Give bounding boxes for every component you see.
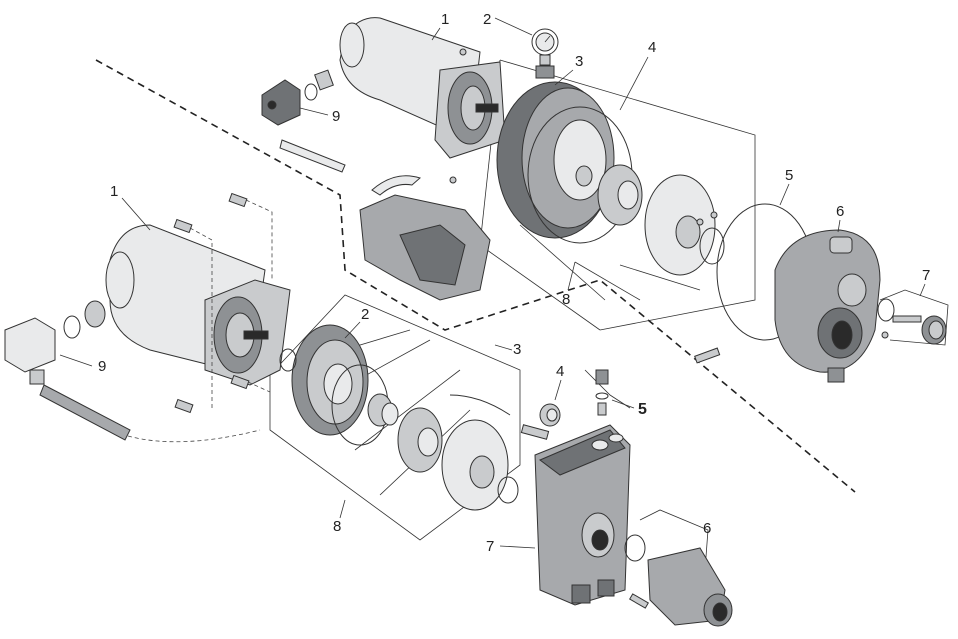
assembly-separator-line — [95, 59, 856, 493]
lower-bracket-lines — [269, 294, 521, 541]
callout-lower-8: 8 — [333, 518, 341, 535]
upper-assembly: 1 2 3 4 5 6 7 8 9 — [261, 11, 949, 383]
callout-lower-1: 1 — [110, 183, 118, 200]
lower-assembly: 1 2 3 4 5 6 7 8 9 — [4, 183, 733, 627]
lower-bracket-6 — [639, 509, 709, 571]
callout-upper-4: 4 — [648, 39, 656, 56]
lower-shaft-seal — [367, 393, 399, 427]
lower-priming-plug — [595, 369, 609, 416]
callout-lower-7: 7 — [486, 538, 494, 555]
lower-impeller — [397, 407, 443, 473]
callout-lower-3: 3 — [513, 341, 521, 358]
lower-seal-plate — [279, 324, 369, 436]
upper-bracket-7 — [879, 289, 949, 346]
lower-pressure-switch — [4, 317, 261, 443]
callout-upper-6: 6 — [836, 203, 844, 220]
lower-motor-bolts — [173, 192, 273, 414]
callout-lower-6: 6 — [703, 520, 711, 537]
upper-drain-plug — [877, 298, 947, 345]
callout-upper-2: 2 — [483, 11, 491, 28]
upper-pressure-gauge — [531, 28, 559, 79]
upper-hardware — [449, 48, 889, 339]
lower-ejector — [624, 534, 733, 627]
upper-pump-body — [694, 229, 881, 383]
callout-upper-3: 3 — [575, 53, 583, 70]
lower-bracket-5 — [584, 369, 631, 409]
lower-hose — [449, 394, 511, 416]
callout-lower-5: 5 — [638, 401, 647, 418]
lower-motor — [63, 224, 291, 386]
upper-motor — [339, 17, 506, 159]
upper-pressure-switch — [261, 69, 346, 173]
callout-upper-8: 8 — [562, 291, 570, 308]
callout-lower-2: 2 — [361, 306, 369, 323]
callout-lower-4: 4 — [556, 363, 564, 380]
lower-pump-body — [534, 424, 631, 606]
callout-upper-1: 1 — [441, 11, 449, 28]
callout-upper-5: 5 — [785, 167, 793, 184]
callout-lower-9: 9 — [98, 358, 106, 375]
upper-seal-plate — [496, 81, 615, 239]
lower-plug — [539, 403, 561, 427]
upper-impeller — [597, 164, 643, 226]
upper-motor-base — [359, 175, 491, 301]
upper-diffuser — [644, 174, 725, 276]
callout-upper-9: 9 — [332, 108, 340, 125]
upper-callouts: 1 2 3 4 5 6 7 8 9 — [299, 11, 930, 308]
lower-callouts: 1 2 3 4 5 6 7 8 9 — [59, 183, 711, 555]
lower-diffuser — [441, 419, 519, 511]
callout-upper-7: 7 — [922, 267, 930, 284]
lower-hose-fitting — [520, 424, 550, 440]
